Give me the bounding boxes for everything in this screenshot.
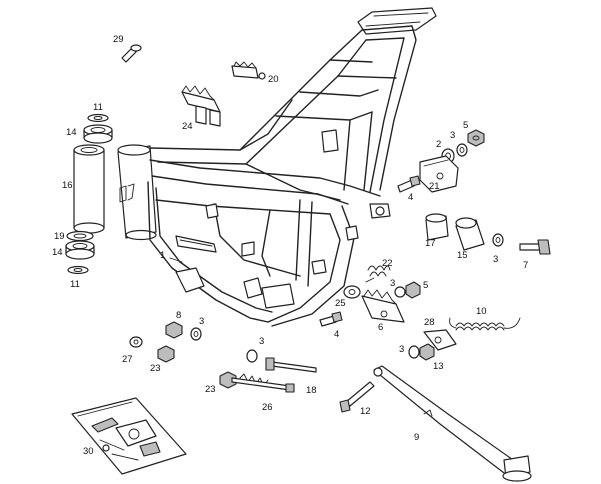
- callout-19: 19: [54, 231, 65, 242]
- callout-16: 16: [62, 180, 73, 191]
- callout-22: 22: [382, 258, 393, 269]
- callout-12: 12: [360, 406, 371, 417]
- callout-5-mid: 5: [423, 280, 428, 291]
- callout-3-top: 3: [450, 130, 455, 141]
- callout-17: 17: [425, 238, 436, 249]
- callout-24: 24: [182, 121, 193, 132]
- footpeg-parts: [121, 44, 266, 127]
- callout-21: 21: [429, 181, 440, 192]
- callout-6: 6: [378, 322, 383, 333]
- leader-lines: [169, 257, 375, 283]
- callout-27: 27: [122, 354, 133, 365]
- callout-29: 29: [113, 34, 124, 45]
- callout-14-bottom: 14: [52, 247, 63, 258]
- callout-26: 26: [262, 402, 273, 413]
- callout-3-mid: 3: [390, 278, 395, 289]
- callout-2: 2: [436, 139, 441, 150]
- steering-head-parts: [65, 113, 113, 275]
- callout-3-left: 3: [199, 316, 204, 327]
- callout-11-bottom: 11: [70, 279, 80, 290]
- callout-14-top: 14: [66, 127, 77, 138]
- callout-23-mid: 23: [205, 384, 216, 395]
- callout-18: 18: [306, 385, 317, 396]
- callout-8: 8: [176, 310, 181, 321]
- main-frame: [117, 7, 437, 327]
- callout-labels: 29 20 24 11 14 16 19 14 11 1 5 3 2 21 4 …: [52, 34, 528, 457]
- callout-15: 15: [457, 250, 468, 261]
- callout-11-top: 11: [93, 102, 103, 113]
- callout-4-top: 4: [408, 192, 413, 203]
- callout-23-left: 23: [150, 363, 161, 374]
- callout-1: 1: [160, 250, 165, 261]
- callout-9: 9: [414, 432, 419, 443]
- callout-3-right: 3: [493, 254, 498, 265]
- callout-5-top: 5: [463, 120, 468, 131]
- lower-small-parts: [129, 321, 532, 482]
- callout-10: 10: [476, 306, 487, 317]
- right-side-parts: [319, 129, 551, 361]
- tool-kit: [71, 397, 187, 475]
- callout-20: 20: [268, 74, 279, 85]
- callout-25: 25: [335, 298, 346, 309]
- callout-3-center: 3: [259, 336, 264, 347]
- callout-13: 13: [433, 361, 444, 372]
- callout-7: 7: [523, 260, 528, 271]
- callout-28: 28: [424, 317, 435, 328]
- callout-3-right-low: 3: [399, 344, 404, 355]
- callout-4-mid: 4: [334, 329, 339, 340]
- callout-30: 30: [83, 446, 94, 457]
